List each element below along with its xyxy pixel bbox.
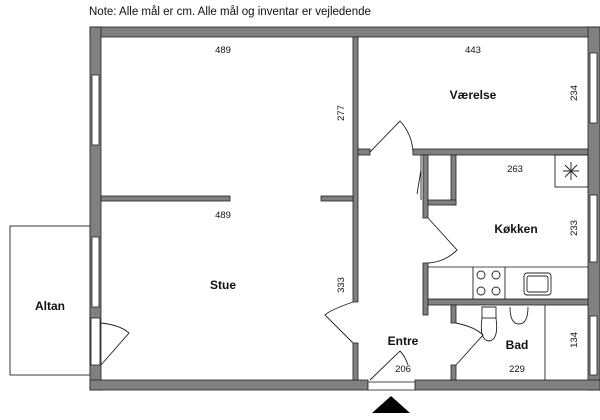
dimension-label: 263 (507, 164, 523, 175)
disclaimer-note: Note: Alle mål er cm. Alle mål og invent… (89, 6, 371, 18)
room-label-stue: Stue (210, 278, 236, 292)
bathroom-fixtures (480, 305, 546, 380)
room-label-bad: Bad (506, 338, 529, 352)
dimension-label: 333 (336, 277, 347, 293)
kitchen-fixtures (427, 154, 589, 300)
dimension-label: 233 (569, 220, 580, 236)
dimension-label: 443 (465, 45, 481, 56)
dimension-label: 489 (215, 45, 231, 56)
dimension-label: 229 (509, 364, 525, 375)
dimension-label: 134 (569, 332, 580, 348)
room-label-altan: Altan (35, 299, 65, 313)
interior-walls (100, 36, 589, 381)
room-label-vaerelse: Værelse (450, 88, 497, 102)
room-label-kokken: Køkken (494, 222, 537, 236)
dimension-label: 206 (395, 364, 411, 375)
dimension-label: 277 (336, 105, 347, 121)
entrance-arrow-icon (372, 396, 410, 413)
dimension-label: 234 (569, 85, 580, 101)
dimension-label: 489 (215, 210, 231, 221)
door-swings (100, 120, 484, 381)
room-label-entre: Entre (388, 334, 419, 348)
windows (90, 52, 598, 391)
